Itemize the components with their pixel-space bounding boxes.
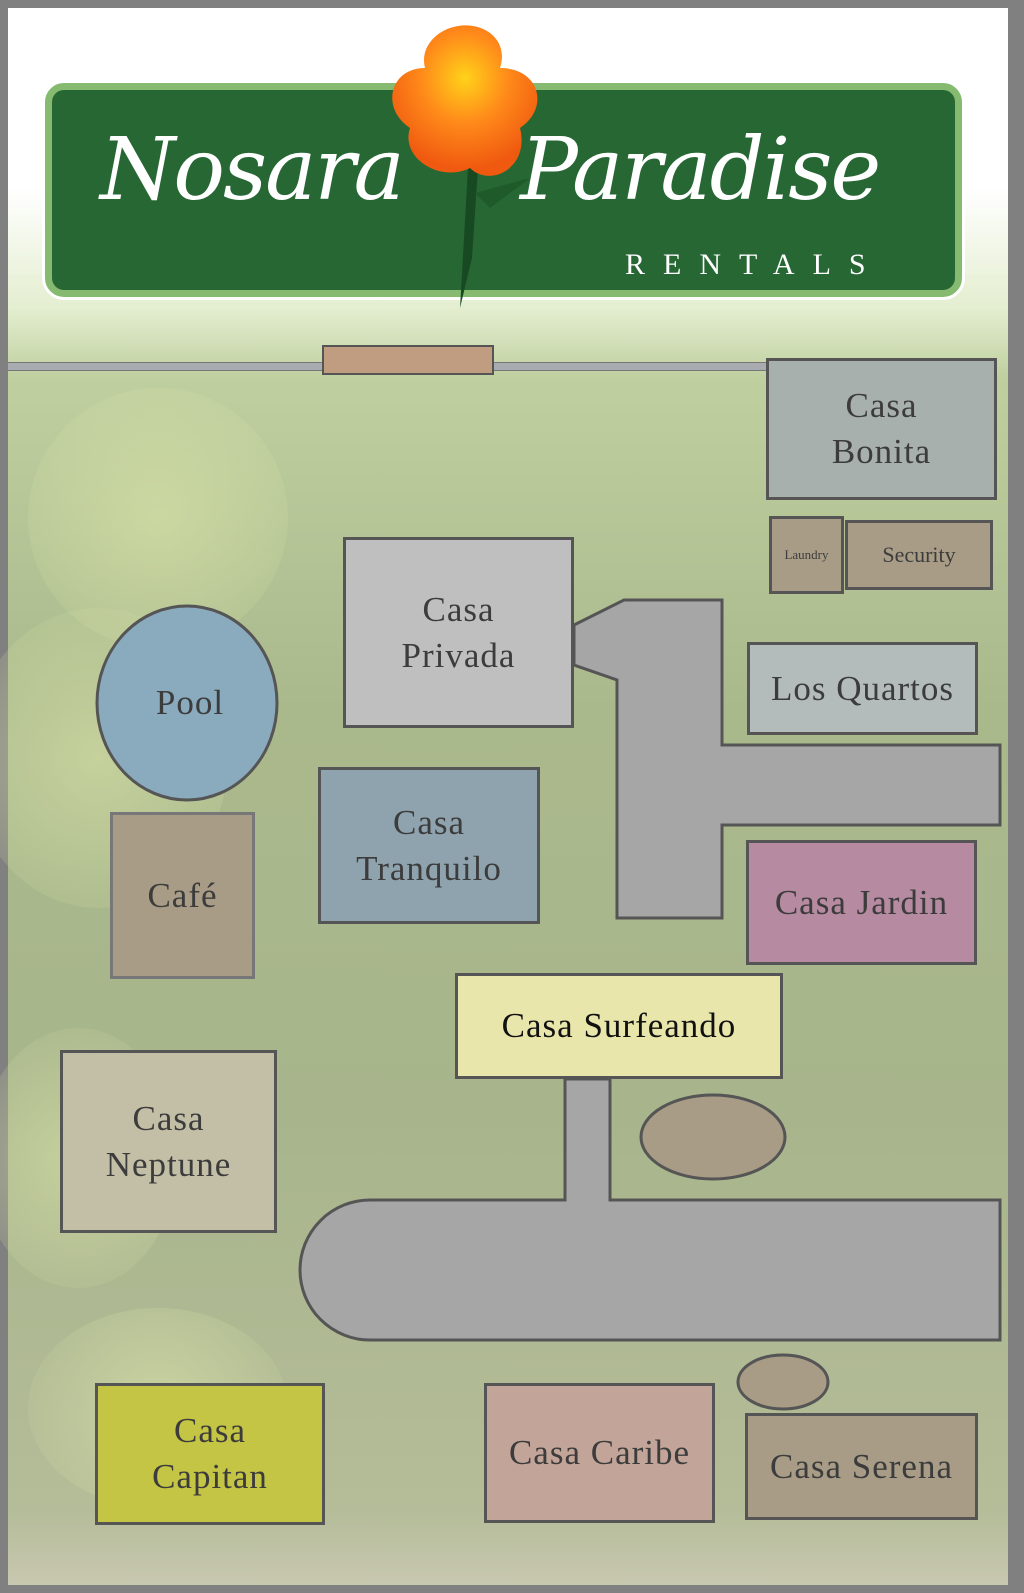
garden-oval-small [736, 1353, 830, 1411]
casa-caribe[interactable]: Casa Caribe [484, 1383, 715, 1523]
logo-name-paradise: Paradise [520, 120, 881, 220]
pool-label[interactable]: Pool [155, 683, 225, 722]
casa-surfeando[interactable]: Casa Surfeando [455, 973, 783, 1079]
cafe[interactable]: Café [110, 812, 255, 979]
casa-bonita[interactable]: Casa Bonita [766, 358, 997, 500]
logo-subtitle: RENTALS [625, 248, 884, 281]
security[interactable]: Security [845, 520, 993, 590]
garden-oval [639, 1093, 787, 1181]
casa-neptune[interactable]: Casa Neptune [60, 1050, 277, 1233]
casa-jardin[interactable]: Casa Jardin [746, 840, 977, 965]
casa-tranquilo[interactable]: Casa Tranquilo [318, 767, 540, 924]
casa-serena[interactable]: Casa Serena [745, 1413, 978, 1520]
casa-privada[interactable]: Casa Privada [343, 537, 574, 728]
walkway-north [572, 598, 1002, 920]
entrance-gate [322, 345, 494, 375]
pool-shape [95, 604, 279, 802]
casa-capitan[interactable]: Casa Capitan [95, 1383, 325, 1525]
foliage-decoration [28, 388, 288, 648]
logo-name-nosara: Nosara [100, 120, 405, 220]
flower-icon [392, 25, 538, 308]
los-quartos[interactable]: Los Quartos [747, 642, 978, 735]
laundry[interactable]: Laundry [769, 516, 844, 594]
walkway-south [298, 1077, 1002, 1342]
